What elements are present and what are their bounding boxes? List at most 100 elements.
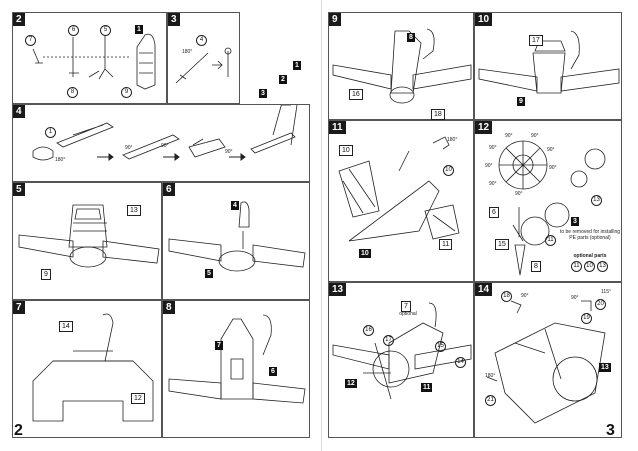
- part-callout: 17: [529, 35, 543, 46]
- part-callout: 11: [545, 235, 556, 246]
- part-callout: 4: [196, 35, 207, 46]
- angle-label: 180°: [447, 137, 458, 143]
- step-6-panel: 6 4 5: [162, 182, 310, 300]
- optional-parts-label: optional parts: [573, 253, 607, 259]
- fuselage-join-drawing: [168, 314, 306, 404]
- part-callout: 5: [100, 25, 111, 36]
- part-callout: 16: [349, 89, 363, 100]
- part-callout: 13: [599, 363, 611, 372]
- part-callout: 8: [407, 33, 415, 42]
- part-callout: 8: [67, 87, 78, 98]
- part-callout: 6: [489, 207, 499, 218]
- step-10-panel: 10 17 9: [474, 12, 622, 120]
- optional-label: optional: [399, 311, 417, 317]
- part-callout: 9: [517, 97, 525, 106]
- part-callout: 15: [435, 341, 446, 352]
- step-7-panel: 7 14 12: [12, 300, 162, 438]
- step-number: 11: [329, 121, 346, 134]
- angle-label: 115°: [601, 289, 611, 295]
- part-callout: 10: [339, 145, 353, 156]
- part-callout: 10: [443, 165, 454, 176]
- removal-note: to be removed for installing PE parts (o…: [559, 229, 621, 241]
- step-8-panel: 8 7 6: [162, 300, 310, 438]
- optional-part: 13: [597, 261, 608, 272]
- angle-label: 180°: [485, 373, 496, 379]
- part-callout: 21: [485, 395, 496, 406]
- part-callout: 14: [455, 357, 466, 368]
- part-callout: 12: [131, 393, 145, 404]
- step-number: 9: [329, 13, 341, 26]
- step-number: 3: [168, 13, 180, 26]
- step-number: 8: [163, 301, 175, 314]
- step-2-panel: 2 7 6 5 1 8 9: [12, 12, 167, 104]
- canopy-install-drawing: [478, 30, 620, 94]
- angle-label: 90°: [485, 163, 493, 169]
- page-number: 2: [14, 422, 23, 439]
- step-number: 14: [475, 283, 493, 296]
- step-number: 12: [475, 121, 493, 134]
- step-4-panel: 4 1 3 2 1 180° 90° 90° 90°: [12, 61, 310, 182]
- part-callout: 3: [259, 89, 267, 98]
- angle-label: 90°: [549, 165, 557, 171]
- part-callout: 9: [121, 87, 132, 98]
- part-callout: 8: [531, 261, 541, 272]
- step-number: 6: [163, 183, 175, 196]
- part-callout: 19: [581, 313, 592, 324]
- wing-fuselage-drawing: [18, 204, 160, 268]
- step-number: 13: [329, 283, 347, 296]
- engine-mount-drawing: [332, 302, 472, 400]
- step-9-panel: 9 8 16 18: [328, 12, 474, 120]
- part-callout: 5: [205, 269, 213, 278]
- part-callout: 7: [401, 301, 411, 312]
- seat-assembly-drawing: [32, 105, 298, 161]
- part-callout: 6: [269, 367, 277, 376]
- optional-part: 11: [571, 261, 582, 272]
- final-assembly-drawing: [486, 300, 606, 424]
- part-callout: 1: [293, 61, 301, 70]
- angle-label: 90°: [547, 147, 555, 153]
- part-callout: 10: [359, 249, 371, 258]
- part-callout: 11: [421, 383, 433, 392]
- part-callout: 18: [431, 109, 445, 120]
- step-number: 7: [13, 301, 25, 314]
- part-callout: 7: [215, 341, 223, 350]
- angle-label: 90°: [505, 133, 513, 139]
- angle-label: 90°: [125, 145, 133, 151]
- angle-label: 180°: [182, 49, 193, 55]
- angle-label: 90°: [225, 149, 233, 155]
- angle-label: 90°: [489, 145, 497, 151]
- part-callout: 15: [495, 239, 509, 250]
- part-callout: 16: [363, 325, 374, 336]
- step-14-panel: 14 18 20 19 21 13 90° 90° 115° 180°: [474, 282, 622, 438]
- tail-surfaces-drawing: [338, 136, 460, 242]
- step-12-panel: 12 6 3 15 11 8 13 90° 90° 90° 90° 90° 90…: [474, 120, 622, 282]
- part-callout: 4: [231, 201, 239, 210]
- angle-label: 180°: [55, 157, 66, 163]
- angle-label: 90°: [531, 133, 539, 139]
- angle-label: 90°: [161, 143, 169, 149]
- part-callout: 6: [68, 25, 79, 36]
- page-number: 3: [606, 422, 615, 439]
- step-3-panel: 3 4 180°: [167, 12, 240, 104]
- part-callout: 13: [591, 195, 602, 206]
- step-number: 10: [475, 13, 493, 26]
- angle-label: 90°: [515, 191, 523, 197]
- angle-label: 90°: [521, 293, 529, 299]
- part-callout: 1: [135, 25, 143, 34]
- angle-label: 90°: [571, 295, 579, 301]
- lever-drawing: [175, 47, 232, 84]
- seat-parts-drawing: [32, 33, 156, 90]
- part-callout: 2: [279, 75, 287, 84]
- optional-part: 10: [584, 261, 595, 272]
- step-number: 4: [13, 105, 25, 118]
- engine-assembly-drawing: [498, 140, 606, 276]
- part-callout: 20: [595, 299, 606, 310]
- angle-label: 90°: [489, 181, 497, 187]
- step-number: 2: [13, 13, 25, 26]
- step-13-panel: 13 7 optional 16 17 15 14 12 11: [328, 282, 474, 438]
- fuselage-wing-drawing: [332, 28, 472, 104]
- cockpit-frame-drawing: [32, 313, 154, 422]
- step-number: 5: [13, 183, 25, 196]
- part-callout: 11: [439, 239, 453, 250]
- part-callout: 1: [45, 127, 56, 138]
